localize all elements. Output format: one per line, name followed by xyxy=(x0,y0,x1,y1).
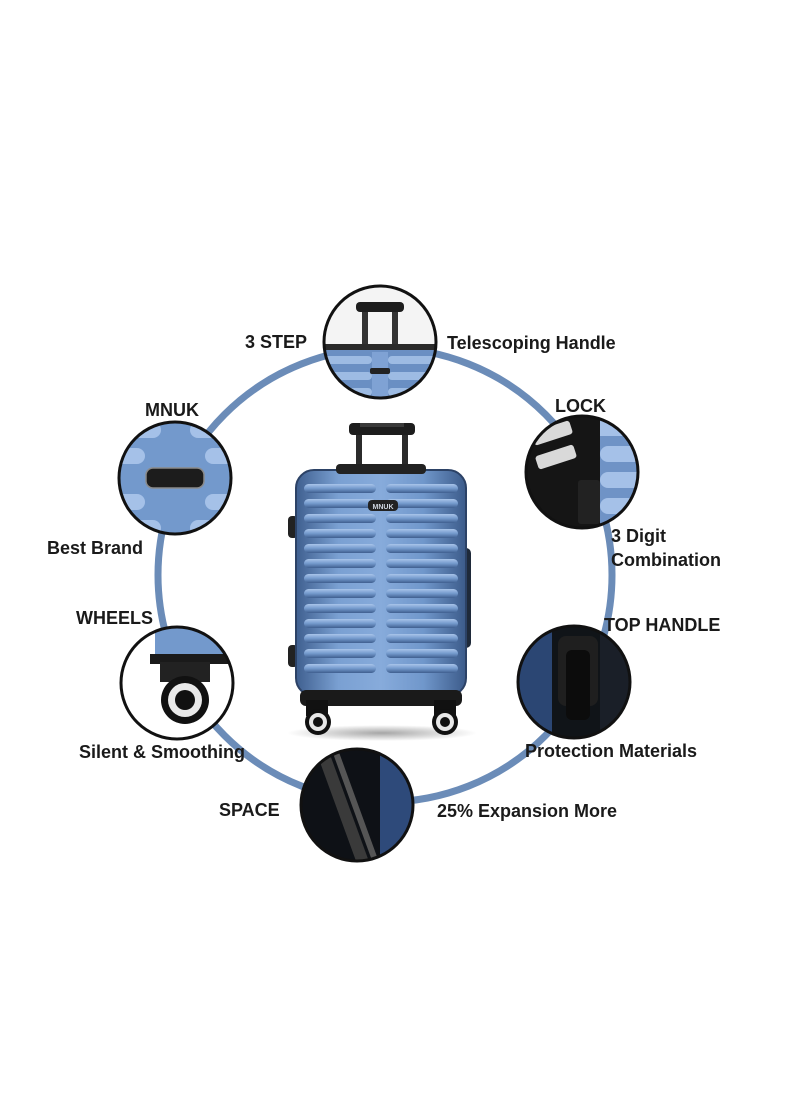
label-3-step: 3 STEP xyxy=(245,332,308,352)
suitcase-rib xyxy=(304,574,376,583)
label-wheels: WHEELS xyxy=(76,608,154,628)
label-mnuk: MNUK xyxy=(145,400,199,420)
suitcase-rib xyxy=(304,634,376,643)
detail-wheels xyxy=(119,625,235,741)
suitcase-rib xyxy=(304,499,376,508)
suitcase-rib xyxy=(304,589,376,598)
suitcase-rib xyxy=(386,619,458,628)
detail-top-handle xyxy=(516,624,632,740)
suitcase-rib xyxy=(304,484,376,493)
label-silent-smoothing: Silent & Smoothing xyxy=(79,742,245,762)
suitcase-rib xyxy=(304,619,376,628)
suitcase-rib xyxy=(386,604,458,613)
label-space: SPACE xyxy=(219,800,280,820)
suitcase-rib xyxy=(386,664,458,673)
label-expansion: 25% Expansion More xyxy=(437,801,618,821)
suitcase-rib xyxy=(386,544,458,553)
suitcase-rib xyxy=(304,544,376,553)
suitcase-rib xyxy=(304,664,376,673)
label-best-brand: Best Brand xyxy=(47,538,144,558)
detail-brand xyxy=(117,420,233,536)
suitcase-rib xyxy=(304,604,376,613)
suitcase-rib xyxy=(386,499,458,508)
label-3-digit: 3 Digit xyxy=(611,526,667,546)
suitcase-rib xyxy=(386,589,458,598)
label-telescoping-handle: Telescoping Handle xyxy=(447,333,616,353)
detail-space xyxy=(299,747,415,863)
suitcase-rib xyxy=(304,649,376,658)
suitcase-rib xyxy=(386,559,458,568)
svg-text:MNUK: MNUK xyxy=(373,504,394,511)
suitcase-rib xyxy=(386,484,458,493)
suitcase-rib xyxy=(304,514,376,523)
detail-lock xyxy=(524,414,640,530)
suitcase-image: MNUK xyxy=(287,423,477,741)
suitcase-rib xyxy=(386,514,458,523)
label-protection-materials: Protection Materials xyxy=(525,741,698,761)
suitcase-rib xyxy=(304,529,376,538)
label-combination: Combination xyxy=(611,550,721,570)
suitcase-rib xyxy=(386,529,458,538)
suitcase-rib xyxy=(386,649,458,658)
detail-handle xyxy=(322,284,438,400)
suitcase-rib xyxy=(386,574,458,583)
label-top-handle: TOP HANDLE xyxy=(604,615,721,635)
label-lock: LOCK xyxy=(555,396,606,416)
suitcase-rib xyxy=(304,559,376,568)
suitcase-rib xyxy=(386,634,458,643)
